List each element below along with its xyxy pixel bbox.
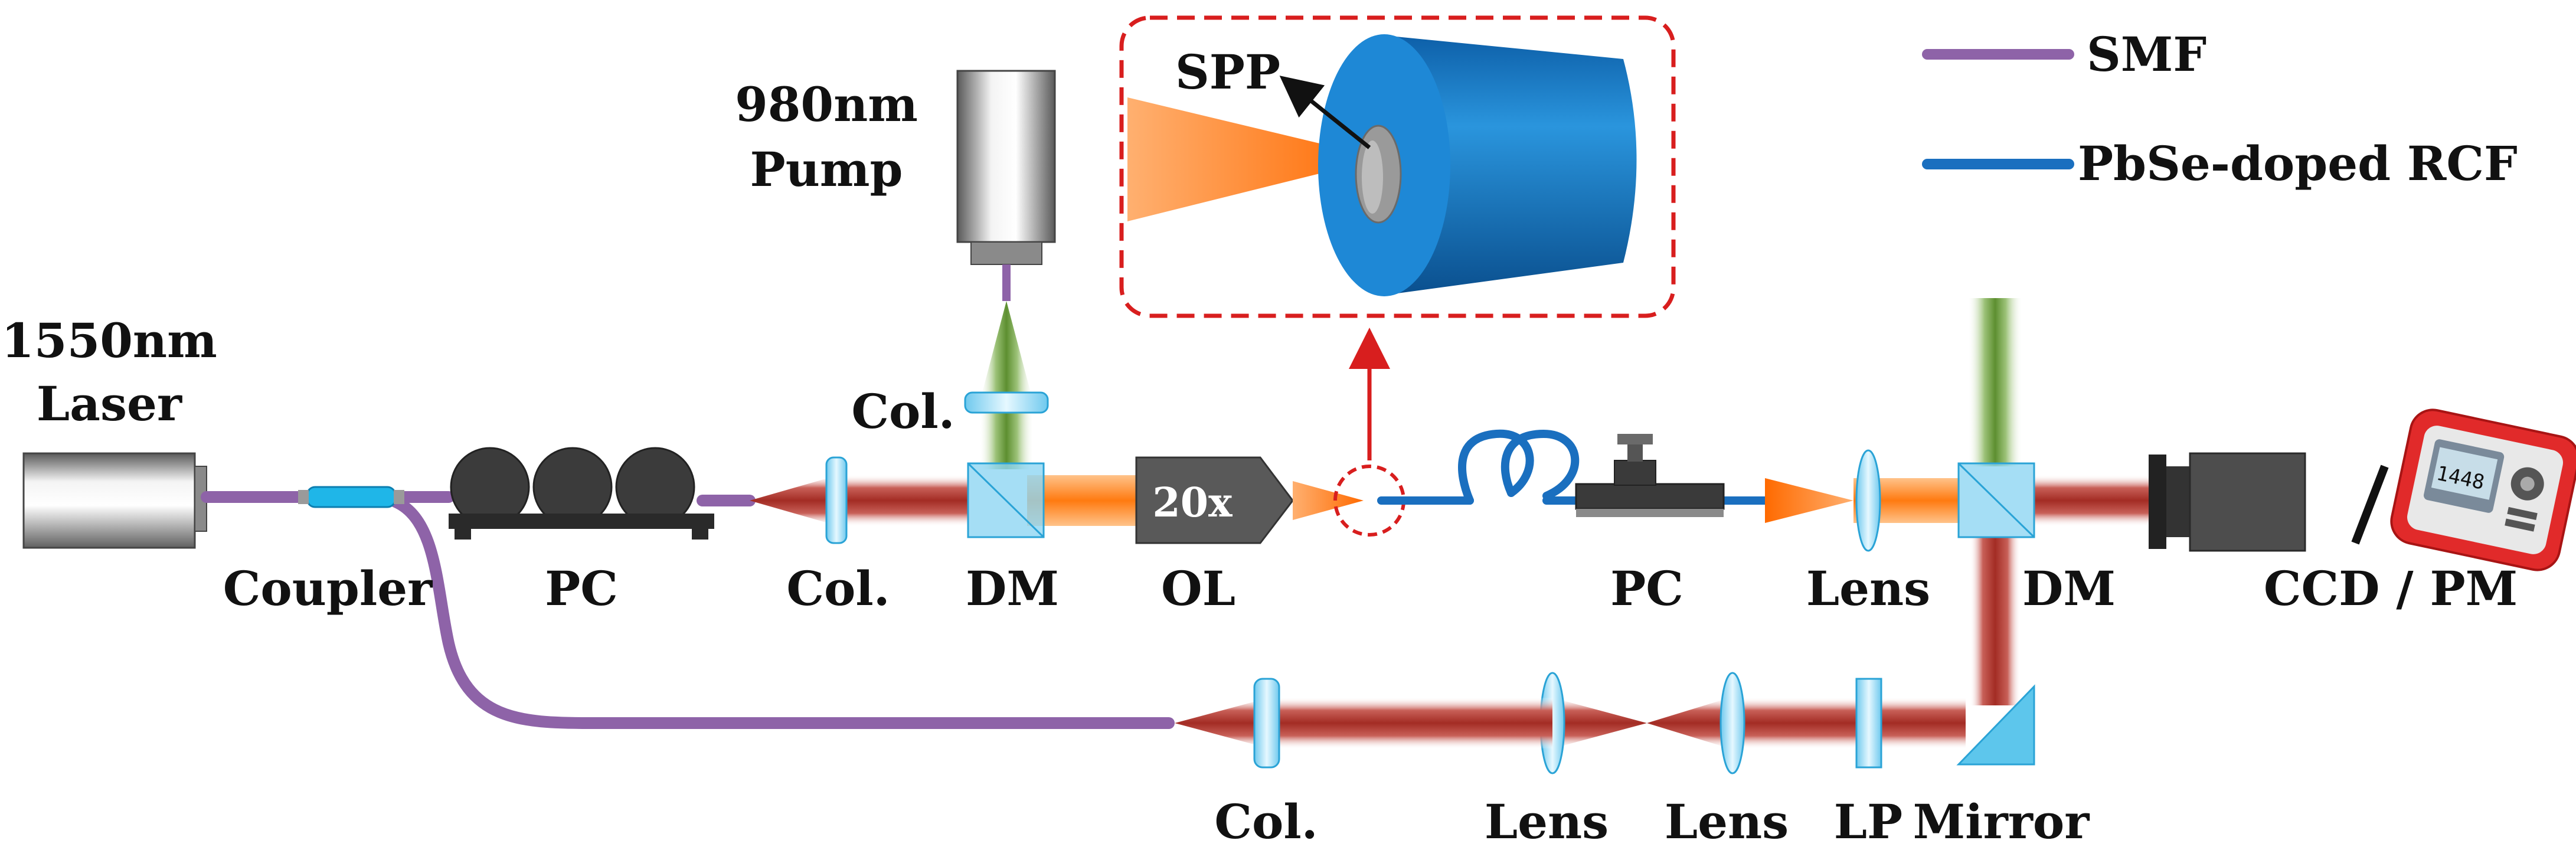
return-lens-2 (1719, 672, 1745, 774)
longpass-filter (1855, 678, 1882, 769)
pump-col-label: Col. (851, 384, 954, 439)
detector-label: CCD / PM (2264, 561, 2518, 616)
legend-label-rcf: PbSe-doped RCF (2078, 136, 2518, 191)
return-beam-3 (1269, 698, 1552, 748)
pump-label-line1: 980nm (735, 77, 918, 132)
emission-beam-1 (1027, 475, 1139, 526)
pc2-label: PC (1610, 561, 1683, 616)
input-col-label: Col. (786, 561, 890, 616)
pump-collimator (964, 391, 1049, 414)
return-lens-2-label: Lens (1665, 794, 1789, 849)
spp-pointer (1279, 76, 1371, 149)
dm1-label: DM (966, 561, 1059, 616)
output-lens (1855, 449, 1881, 552)
residual-pump-beam (1969, 298, 2022, 466)
return-col-label: Col. (1214, 794, 1318, 849)
power-meter (2390, 408, 2576, 571)
lp-label: LP (1834, 794, 1902, 849)
laser-label-line1: 1550nm (1, 313, 217, 368)
laser-source (22, 452, 207, 549)
mirror (1956, 684, 2035, 766)
return-beam-cone-3 (1175, 698, 1269, 748)
signal-to-detector (2034, 475, 2152, 526)
return-lens-1-label: Lens (1485, 794, 1609, 849)
dm2-label: DM (2022, 561, 2116, 616)
fiber-end-inset (1119, 15, 1676, 318)
ccd-camera (2149, 452, 2306, 552)
pump-laser (956, 70, 1056, 301)
legend: SMF PbSe-doped RCF (1922, 27, 2518, 191)
input-beam-cone (750, 475, 838, 526)
pc1-label: PC (545, 561, 618, 616)
legend-label-smf: SMF (2087, 27, 2206, 82)
polarization-controller-1 (449, 447, 714, 540)
inset-spp-label: SPP (1175, 44, 1280, 100)
inset-emission-cone (1127, 97, 1381, 221)
focus-cone (1293, 481, 1364, 520)
pump-beam-cone (980, 301, 1033, 401)
mirror-label: Mirror (1913, 794, 2090, 849)
lens-out-label: Lens (1806, 561, 1930, 616)
objective-mag-label: 20x (1152, 479, 1233, 527)
return-collimator (1253, 678, 1280, 769)
coupler-label: Coupler (223, 561, 433, 616)
pump-label-line2: Pump (750, 142, 903, 197)
polarization-controller-2 (1575, 434, 1725, 517)
objective-lens (1135, 456, 1294, 544)
coupler (298, 486, 404, 508)
return-beam-cone-2 (1552, 698, 1647, 748)
return-beam-cone-1 (1647, 698, 1730, 748)
ol-label: OL (1161, 561, 1235, 616)
signal-down-beam (1970, 537, 2020, 705)
dichroic-mirror-2 (1957, 462, 2035, 538)
dichroic-mirror-1 (967, 462, 1045, 538)
laser-label-line2: Laser (37, 376, 182, 431)
return-beam-1 (1730, 698, 1966, 748)
input-beam (838, 475, 968, 526)
output-cone (1765, 478, 1853, 523)
input-collimator (825, 456, 848, 544)
separator-slash (2351, 465, 2389, 545)
